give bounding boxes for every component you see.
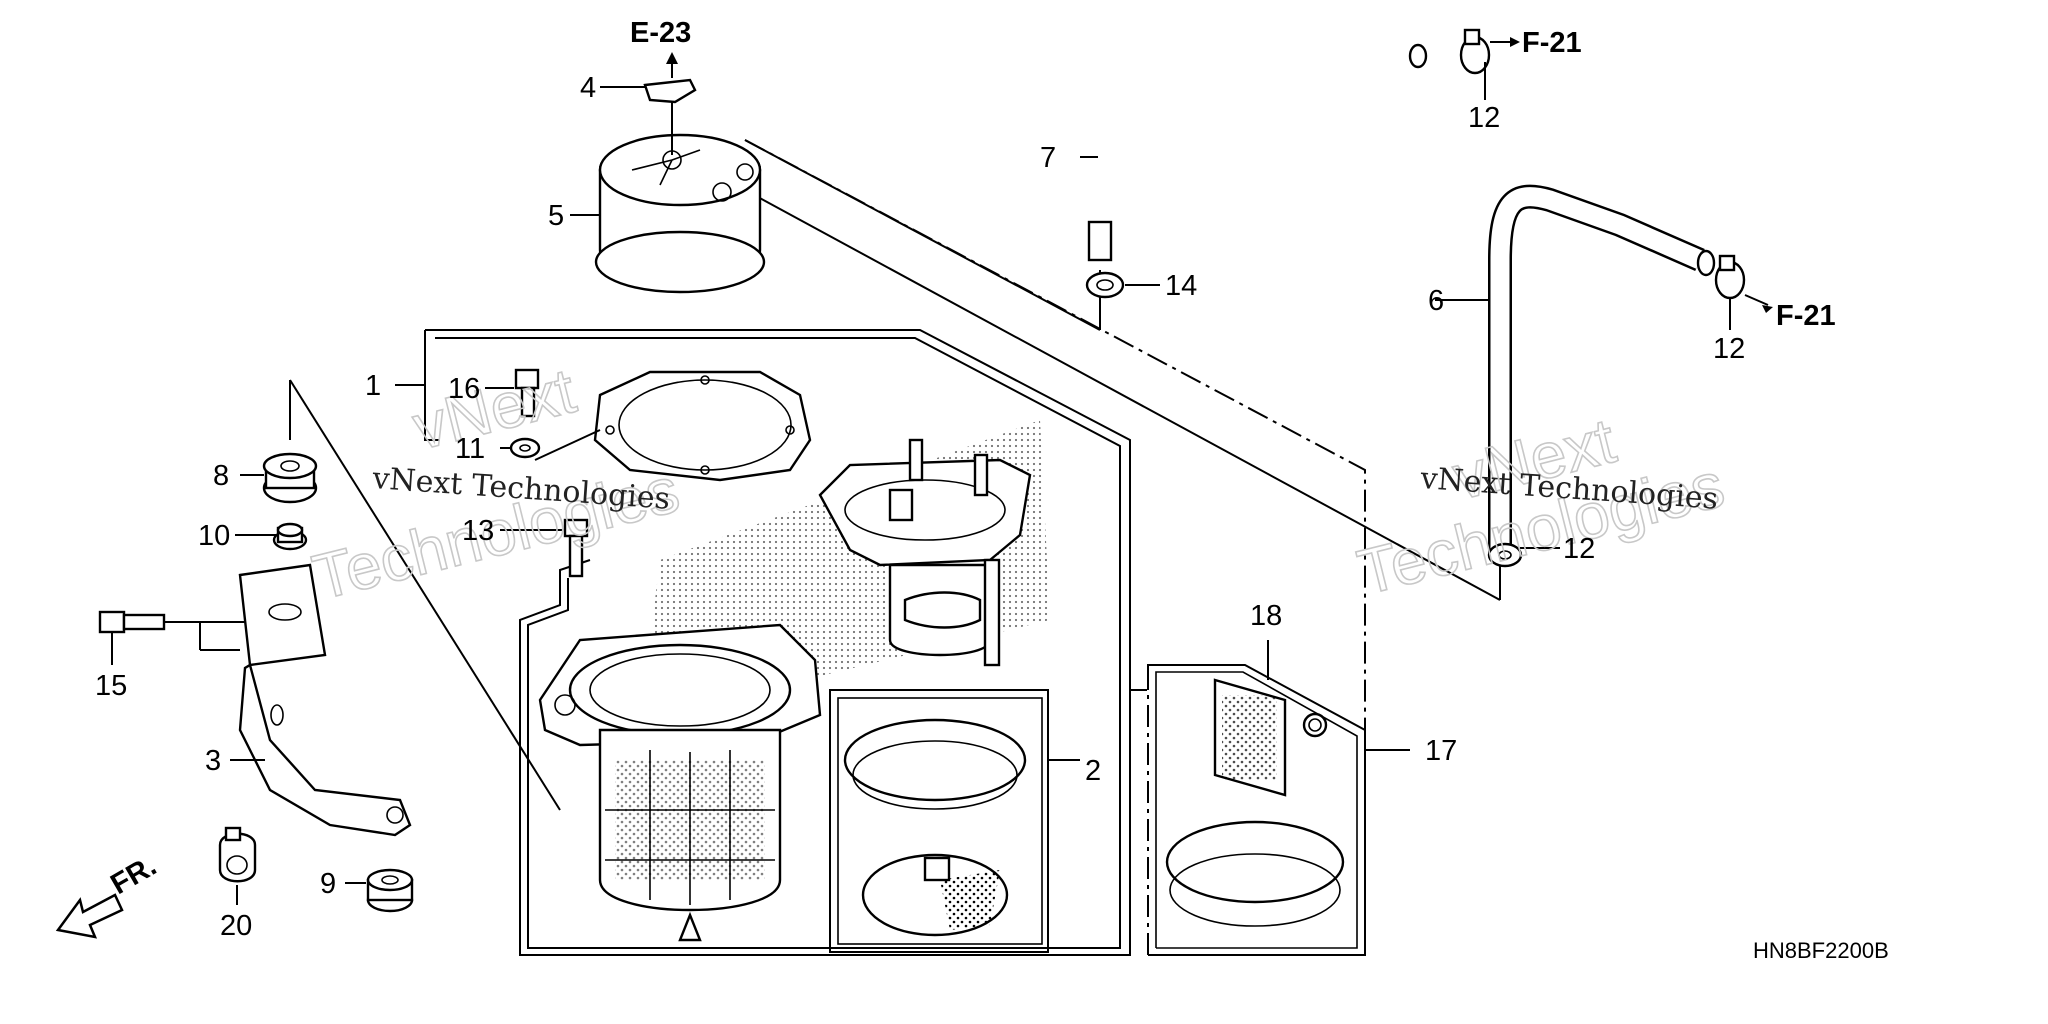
label-4: 4 <box>580 72 596 104</box>
collar-10 <box>272 522 308 551</box>
part-2-rings <box>843 718 1027 937</box>
pump-gasket <box>593 370 812 482</box>
label-7: 7 <box>1040 142 1056 174</box>
label-9: 9 <box>320 868 336 900</box>
mount-bracket <box>238 563 412 837</box>
ref-f21-top: F-21 <box>1522 27 1582 59</box>
bolt-16 <box>514 368 540 418</box>
label-6: 6 <box>1428 285 1444 317</box>
label-8: 8 <box>213 460 229 492</box>
label-leaders <box>111 37 1773 905</box>
washer-11 <box>509 429 601 461</box>
watermark-right: vNext Technologies vNext Technologies <box>1350 403 1732 609</box>
front-arrow-icon <box>55 893 124 939</box>
wing-clip <box>643 52 697 155</box>
label-5: 5 <box>548 200 564 232</box>
breather-hose-7 <box>1087 43 1428 262</box>
label-3: 3 <box>205 745 221 777</box>
label-14: 14 <box>1165 270 1197 302</box>
assembly-outline-1 <box>424 329 1131 956</box>
bolt-15 <box>98 610 245 651</box>
strainer-housing <box>538 623 822 942</box>
seal-kit <box>1165 678 1345 927</box>
leader-lines <box>289 139 1501 811</box>
label-13: 13 <box>462 515 494 547</box>
assembly-outline-2 <box>829 689 1080 953</box>
grommet-9 <box>366 868 414 913</box>
ref-f21-mid: F-21 <box>1776 300 1836 332</box>
part-number-labels: E-23 F-21 F-21 1 2 3 4 5 6 7 8 9 10 11 1… <box>95 17 1889 963</box>
watermark-left-a: vNext <box>406 354 582 463</box>
screw-13 <box>563 518 589 578</box>
grommet-8 <box>262 452 318 504</box>
label-12-top: 12 <box>1468 102 1500 134</box>
label-2: 2 <box>1085 755 1101 787</box>
clamp-12-low <box>1487 542 1523 568</box>
clamp-12-top <box>1459 28 1491 75</box>
label-1: 1 <box>365 370 381 402</box>
clamp-12-mid <box>1714 254 1746 300</box>
clamp-20 <box>218 826 257 883</box>
label-20: 20 <box>220 910 252 942</box>
label-15: 15 <box>95 670 127 702</box>
label-17: 17 <box>1425 735 1457 767</box>
label-12-mid: 12 <box>1713 333 1745 365</box>
label-10: 10 <box>198 520 230 552</box>
clamp-14 <box>1085 271 1125 299</box>
label-11: 11 <box>455 433 485 465</box>
label-12-low: 12 <box>1563 533 1595 565</box>
fuel-pump-unit <box>818 438 1032 667</box>
ref-e23: E-23 <box>630 17 691 49</box>
label-18: 18 <box>1250 600 1282 632</box>
drain-hose-6 <box>1488 184 1716 555</box>
canister-cap <box>594 133 766 294</box>
front-marker-label: FR. <box>106 850 162 901</box>
label-16: 16 <box>448 373 480 405</box>
diagram-code: HN8BF2200B <box>1753 938 1889 963</box>
